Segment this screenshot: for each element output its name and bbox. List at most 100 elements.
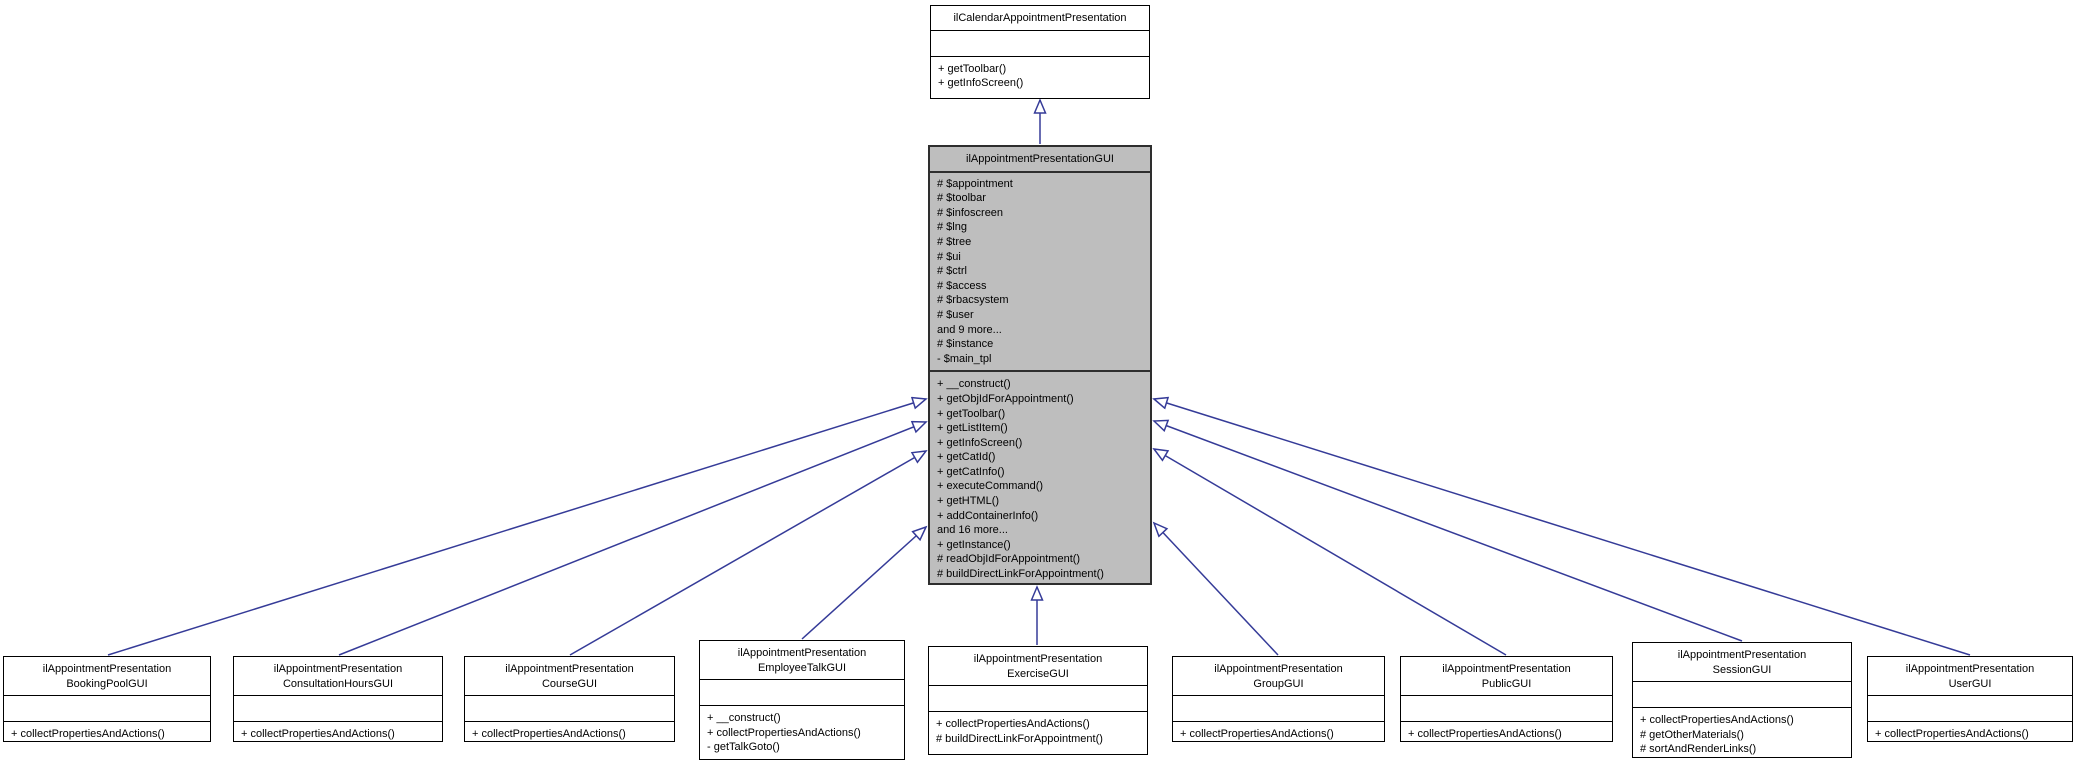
- class-name-line: ilAppointmentPresentation: [737, 647, 867, 659]
- class-name-line: CourseGUI: [541, 677, 598, 690]
- class-box-ilCalendarAppointmentPresentation[interactable]: ilCalendarAppointmentPresentation + getTo…: [930, 5, 1150, 99]
- class-name-line: ilAppointmentPresentation: [1677, 649, 1807, 661]
- class-name-line: GroupGUI: [1253, 677, 1304, 690]
- class-methods: + __construct()+ getObjIdForAppointment(…: [930, 372, 1150, 585]
- class-attributes: [1401, 696, 1612, 723]
- class-method: + collectPropertiesAndActions(): [241, 728, 395, 741]
- class-attributes: [4, 696, 210, 723]
- class-method: + collectPropertiesAndActions(): [472, 728, 626, 741]
- class-name: ilCalendarAppointmentPresentation: [931, 6, 1149, 31]
- class-attribute: and 9 more...: [937, 323, 1002, 336]
- class-name-line: ilAppointmentPresentation: [42, 663, 172, 675]
- class-attribute: # $infoscreen: [937, 206, 1004, 219]
- class-attribute: - $main_tpl: [937, 352, 992, 365]
- class-name-line: ilAppointmentPresentation: [1905, 663, 2035, 675]
- class-method: + getCatInfo(): [937, 465, 1005, 478]
- class-attributes: [1868, 696, 2072, 723]
- class-attribute: # $tree: [937, 235, 972, 248]
- class-attribute: # $toolbar: [937, 192, 986, 205]
- inheritance-edge-ilAppointmentPresentationBookingPoolGUI: [107, 399, 926, 656]
- class-method: + collectPropertiesAndActions(): [1180, 728, 1334, 741]
- class-method: # getOtherMaterials(): [1640, 728, 1744, 741]
- class-method: + collectPropertiesAndActions(): [1875, 728, 2029, 741]
- class-method: + getInfoScreen(): [938, 77, 1024, 90]
- class-method: # sortAndRenderLinks(): [1640, 743, 1757, 756]
- class-methods: + collectPropertiesAndActions(): [4, 722, 210, 746]
- class-method: + getListItem(): [937, 422, 1008, 435]
- class-attribute: # $appointment: [937, 177, 1013, 190]
- class-method: # readObjIdForAppointment(): [937, 553, 1081, 566]
- class-method: + collectPropertiesAndActions(): [11, 728, 165, 741]
- class-name-line: EmployeeTalkGUI: [757, 661, 847, 674]
- class-name-line: BookingPoolGUI: [66, 677, 148, 690]
- class-attribute: # $access: [937, 279, 987, 292]
- inheritance-edge-ilAppointmentPresentationCourseGUI: [569, 451, 926, 656]
- class-method: + getInstance(): [937, 538, 1011, 551]
- class-box-ilAppointmentPresentationGUI[interactable]: ilAppointmentPresentationGUI # $appointme…: [928, 145, 1152, 585]
- class-method: + collectPropertiesAndActions(): [1408, 728, 1562, 741]
- class-name-line: PublicGUI: [1481, 677, 1532, 690]
- class-attributes: [931, 31, 1149, 57]
- inheritance-edge-ilAppointmentPresentationPublicGUI: [1154, 449, 1507, 656]
- class-method: - getTalkGoto(): [707, 741, 780, 754]
- class-method: + getInfoScreen(): [937, 436, 1023, 449]
- class-method: + executeCommand(): [937, 480, 1044, 493]
- class-name-line: ilAppointmentPresentation: [973, 653, 1103, 665]
- class-attributes: [1173, 696, 1384, 723]
- class-method: # buildDirectLinkForAppointment(): [937, 568, 1104, 581]
- class-method: + collectPropertiesAndActions(): [707, 726, 861, 739]
- class-attribute: # $lng: [937, 221, 967, 234]
- inheritance-edge-ilAppointmentPresentationSessionGUI: [1154, 421, 1743, 642]
- class-method: + getToolbar(): [937, 407, 1006, 420]
- inheritance-edge-ilAppointmentPresentationEmployeeTalkGUI: [801, 527, 926, 640]
- class-attributes: # $appointment # $toolbar# $infoscreen # $…: [930, 173, 1150, 373]
- class-method: + collectPropertiesAndActions(): [1640, 714, 1794, 727]
- class-attributes: [700, 680, 904, 707]
- class-attribute: # $user: [937, 308, 974, 321]
- class-methods: + getToolbar() + getInfoScreen(): [931, 57, 1149, 98]
- class-method: + __construct(): [707, 712, 781, 725]
- class-methods: + collectPropertiesAndActions(): [234, 722, 442, 746]
- class-method: + collectPropertiesAndActions(): [936, 718, 1090, 731]
- class-attribute: # $ctrl: [937, 265, 967, 278]
- class-attribute: # $rbacsystem: [937, 294, 1009, 307]
- inheritance-edge-ilAppointmentPresentationGroupGUI: [1154, 523, 1279, 656]
- class-name-line: ilCalendarAppointmentPresentation: [953, 12, 1127, 24]
- class-method: + getCatId(): [937, 451, 996, 464]
- inheritance-edge-ilAppointmentPresentationConsultationHoursGUI: [338, 422, 926, 656]
- class-method: + getHTML(): [937, 495, 1000, 508]
- class-methods: + collectPropertiesAndActions()# getOthe…: [1633, 708, 1851, 761]
- class-name-line: ilAppointmentPresentation: [505, 663, 634, 675]
- class-methods: + collectPropertiesAndActions(): [465, 722, 674, 746]
- class-method: + __construct(): [937, 378, 1011, 391]
- class-method: + getToolbar(): [938, 62, 1007, 75]
- class-methods: + collectPropertiesAndActions(): [1401, 722, 1612, 746]
- class-name: ilAppointmentPresentationGUI: [930, 147, 1150, 173]
- class-name-line: ilAppointmentPresentationGUI: [966, 153, 1114, 165]
- class-name-line: ilAppointmentPresentation: [1214, 663, 1343, 675]
- class-attribute: # $instance: [937, 338, 994, 351]
- class-name-line: UserGUI: [1948, 677, 1992, 690]
- class-name-line: ConsultationHoursGUI: [282, 677, 394, 690]
- class-methods: + collectPropertiesAndActions(): [1173, 722, 1384, 746]
- class-attributes: [465, 696, 674, 723]
- class-attribute: # $ui: [937, 250, 961, 263]
- class-method: and 16 more...: [937, 524, 1008, 537]
- class-name-line: ilAppointmentPresentation: [1442, 663, 1571, 675]
